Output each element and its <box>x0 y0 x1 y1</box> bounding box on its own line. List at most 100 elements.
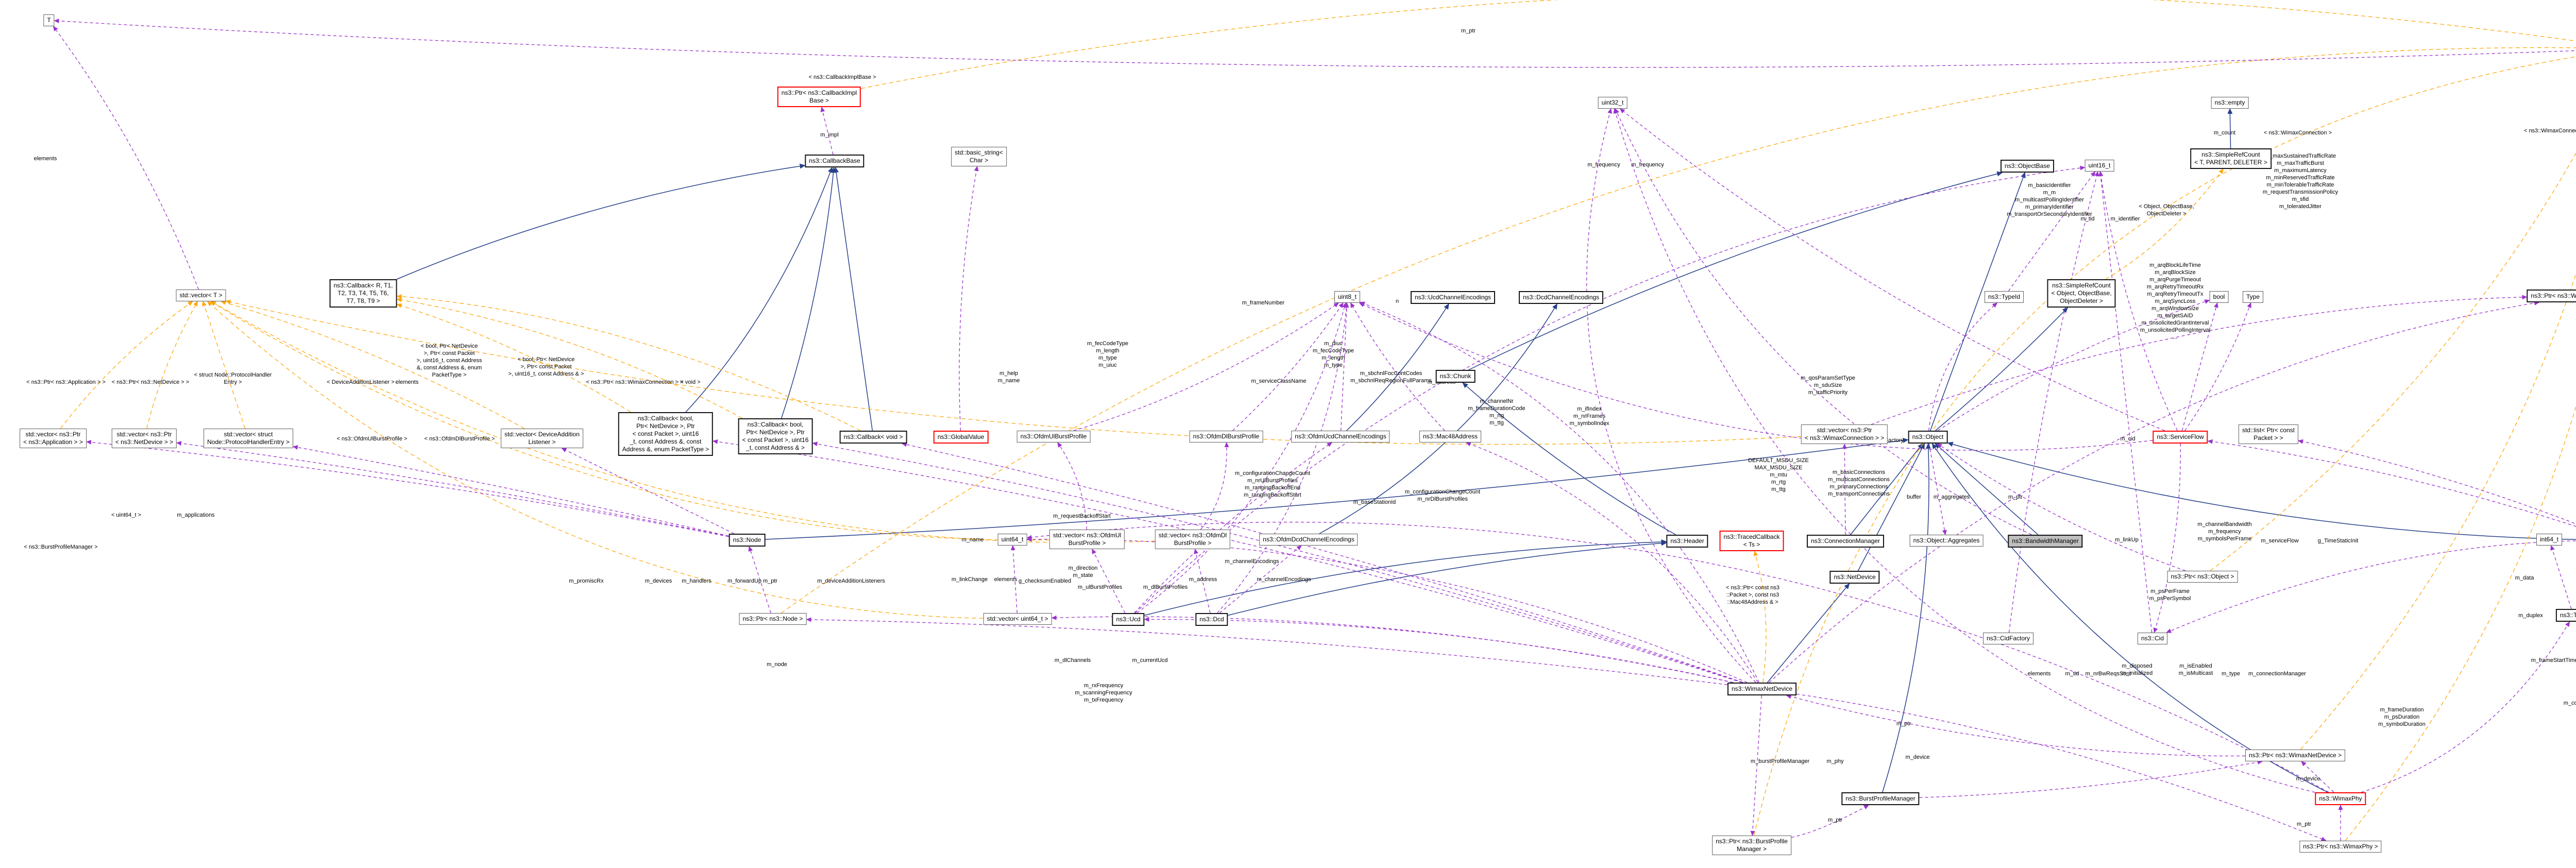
class-node-ptr_wnd[interactable]: ns3::Ptr< ns3::WimaxNetDevice > <box>2245 750 2346 761</box>
edge-wimaxconn-to-serviceflow <box>2207 439 2576 527</box>
edge-cid-to-uint16 <box>2098 171 2153 633</box>
class-node-uint64[interactable]: uint64_t <box>997 534 1027 546</box>
class-node-type[interactable]: Type <box>2242 291 2264 303</box>
class-node-objectbase[interactable]: ns3::ObjectBase <box>2000 160 2055 173</box>
edge-vec_ofdmdl-to-ofdm_dl_bp <box>1200 442 1229 530</box>
class-node-ucdce[interactable]: ns3::UcdChannelEncodings <box>1410 291 1496 304</box>
class-node-vec_ph[interactable]: std::vector< struct Node::ProtocolHandle… <box>204 429 293 448</box>
edge-wnd-to-cb_full <box>713 439 1742 683</box>
class-node-header[interactable]: ns3::Header <box>1666 535 1708 548</box>
class-node-netdevice[interactable]: ns3::NetDevice <box>1829 571 1880 584</box>
class-node-ofdm_dl_bp[interactable]: ns3::OfdmDlBurstProfile <box>1189 431 1263 442</box>
class-node-cb_short[interactable]: ns3::Callback< bool, Ptr< NetDevice >, P… <box>738 418 813 454</box>
class-node-time[interactable]: ns3::Time <box>2555 609 2576 622</box>
edge-node-to-object <box>765 437 1909 540</box>
edge-ucd-to-vec_ofdmul <box>1092 549 1126 614</box>
class-node-serviceflow[interactable]: ns3::ServiceFlow <box>2153 431 2208 444</box>
class-node-uint16[interactable]: uint16_t <box>2084 160 2114 172</box>
edge-ptr_bpm-to-ptr_t <box>1753 56 2576 836</box>
class-node-list_packet[interactable]: std::list< Ptr< const Packet > > <box>2238 424 2299 444</box>
class-node-dcd[interactable]: ns3::Dcd <box>1195 613 1228 626</box>
class-node-vec_uint64[interactable]: std::vector< uint64_t > <box>983 613 1052 625</box>
class-node-ptr_wphy[interactable]: ns3::Ptr< ns3::WimaxPhy > <box>2299 841 2382 853</box>
class-node-aggregates[interactable]: ns3::Object::Aggregates <box>1909 535 1984 547</box>
class-node-object[interactable]: ns3::Object <box>1908 431 1948 444</box>
class-node-dcdce[interactable]: ns3::DcdChannelEncodings <box>1518 291 1604 304</box>
class-node-ptr_wc[interactable]: ns3::Ptr< ns3::WimaxConnection > <box>2527 290 2576 302</box>
edge-object-to-bool <box>1937 299 2210 431</box>
edge-ptr_wnd-to-wnd <box>1786 694 2246 757</box>
edge-cb_short-to-callback_r <box>396 297 742 419</box>
class-node-bool[interactable]: bool <box>2209 291 2229 303</box>
class-node-wnd[interactable]: ns3::WimaxNetDevice <box>1727 683 1797 695</box>
class-node-ofdm_ul_bp[interactable]: ns3::OfdmUlBurstProfile <box>1016 431 1091 442</box>
edge-ptr_wphy-to-ptr_t <box>2345 405 2576 841</box>
edge-wnd-to-ptr_wphy <box>1796 693 2327 841</box>
class-node-globalvalue[interactable]: ns3::GlobalValue <box>933 431 989 444</box>
class-node-cb_void[interactable]: ns3::Callback< void > <box>839 431 907 444</box>
edge-connmgr-to-vec_ptr_wc <box>1842 444 1847 535</box>
edge-ucd-to-uint8 <box>1137 302 1347 614</box>
class-node-vec_app[interactable]: std::vector< ns3::Ptr < ns3::Application… <box>20 429 87 448</box>
class-node-uint32[interactable]: uint32_t <box>1598 97 1628 109</box>
class-node-vec_dal[interactable]: std::vector< DeviceAddition Listener > <box>501 429 583 448</box>
class-node-cidfactory[interactable]: ns3::CidFactory <box>1982 633 2034 644</box>
class-node-t[interactable]: T <box>43 14 55 26</box>
class-node-uint8[interactable]: uint8_t <box>1334 291 1361 303</box>
class-node-ptr_bpm[interactable]: ns3::Ptr< ns3::BurstProfile Manager > <box>1712 836 1791 855</box>
edge-dcd-to-header <box>1228 540 1667 616</box>
edge-object-to-objectbase <box>1929 172 2026 431</box>
class-node-empty[interactable]: ns3::empty <box>2211 97 2249 109</box>
class-node-bwmgr[interactable]: ns3::BandwidthManager <box>2008 535 2083 548</box>
class-node-vec_ptr_wc[interactable]: std::vector< ns3::Ptr < ns3::WimaxConnec… <box>1801 424 1888 444</box>
edge-ucd-to-uint16 <box>1134 165 2086 614</box>
class-node-vec_ofdmul[interactable]: std::vector< ns3::OfdmUl BurstProfile > <box>1049 530 1125 549</box>
class-node-wimaxphy[interactable]: ns3::WimaxPhy <box>2315 792 2366 805</box>
edge-serviceflow-to-uint32 <box>1619 108 2165 431</box>
class-node-typeid[interactable]: ns3::TypeId <box>1984 291 2024 303</box>
class-node-srt_tpd[interactable]: ns3::SimpleRefCount < T, PARENT, DELETER… <box>2190 148 2272 169</box>
edge-node-to-vec_ph <box>293 445 729 537</box>
edge-ptr_wnd-to-ptr_t <box>2300 272 2576 750</box>
class-node-mac48[interactable]: ns3::Mac48Address <box>1419 431 1482 442</box>
edge-header-to-chunk <box>1462 382 1676 535</box>
class-node-ptr_node[interactable]: ns3::Ptr< ns3::Node > <box>739 613 807 625</box>
class-node-basic_string[interactable]: std::basic_string< Char > <box>951 147 1007 166</box>
edge-ofdm_dcd-to-dcdce <box>1319 303 1558 534</box>
class-node-node[interactable]: ns3::Node <box>728 534 766 547</box>
class-node-ofdm_dcd[interactable]: ns3::OfdmDcdChannelEncodings <box>1259 534 1358 546</box>
class-node-tracedcb[interactable]: ns3::TracedCallback < Ts > <box>1719 531 1784 551</box>
class-node-vector_t[interactable]: std::vector< T > <box>176 290 226 301</box>
class-node-int64[interactable]: int64_t <box>2536 534 2563 546</box>
edge-wnd-to-vec_uint64 <box>1051 615 1733 683</box>
class-node-vec_nd[interactable]: std::vector< ns3::Ptr < ns3::NetDevice >… <box>111 429 177 448</box>
edge-wimaxphy-to-ptr_wnd <box>2301 761 2334 793</box>
class-node-ucd[interactable]: ns3::Ucd <box>1112 613 1145 626</box>
class-node-callbackbase[interactable]: ns3::CallbackBase <box>805 155 865 167</box>
edge-wnd-to-uint8 <box>1360 301 1759 683</box>
edge-wnd-to-uint32 <box>1586 108 1756 683</box>
edge-ptr_object-to-ptr_t <box>2210 152 2576 571</box>
class-node-vec_ofdmdl[interactable]: std::vector< ns3::OfdmDl BurstProfile > <box>1155 530 1231 549</box>
edge-wnd-to-ptr_node <box>806 617 1728 685</box>
class-node-ptr_object[interactable]: ns3::Ptr< ns3::Object > <box>2167 571 2238 583</box>
edge-vec_ph-to-vector_t <box>202 301 246 429</box>
edge-serviceflow-to-cid <box>2153 443 2181 633</box>
class-node-cid[interactable]: ns3::Cid <box>2137 633 2168 644</box>
edge-ofdm_ul_bp-to-uint8 <box>1073 302 1340 431</box>
class-node-ptr_cib[interactable]: ns3::Ptr< ns3::CallbackImpl Base > <box>777 87 861 107</box>
edge-object-to-srt_ood <box>1935 307 2069 431</box>
class-node-chunk[interactable]: ns3::Chunk <box>1435 370 1476 383</box>
edge-vector_t-to-t <box>53 26 199 290</box>
class-node-bpm[interactable]: ns3::BurstProfileManager <box>1841 792 1920 805</box>
edge-ofdm_dl_bp-to-uint8 <box>1232 302 1344 431</box>
class-node-srt_ood[interactable]: ns3::SimpleRefCount < Object, ObjectBase… <box>2047 279 2116 308</box>
edge-chunk-to-objectbase <box>1468 171 2003 370</box>
edge-node-to-vec_nd <box>176 441 729 537</box>
edge-wimaxconn-to-cid <box>2166 540 2576 633</box>
class-node-cb_full[interactable]: ns3::Callback< bool, Ptr< NetDevice >, P… <box>618 412 714 456</box>
class-node-callback_r[interactable]: ns3::Callback< R, T1, T2, T3, T4, T5, T6… <box>329 279 397 308</box>
edge-dcd-to-vec_ofdmdl <box>1194 549 1211 614</box>
class-node-ofdm_ucd[interactable]: ns3::OfdmUcdChannelEncodings <box>1291 431 1390 442</box>
class-node-connmgr[interactable]: ns3::ConnectionManager <box>1806 535 1885 548</box>
